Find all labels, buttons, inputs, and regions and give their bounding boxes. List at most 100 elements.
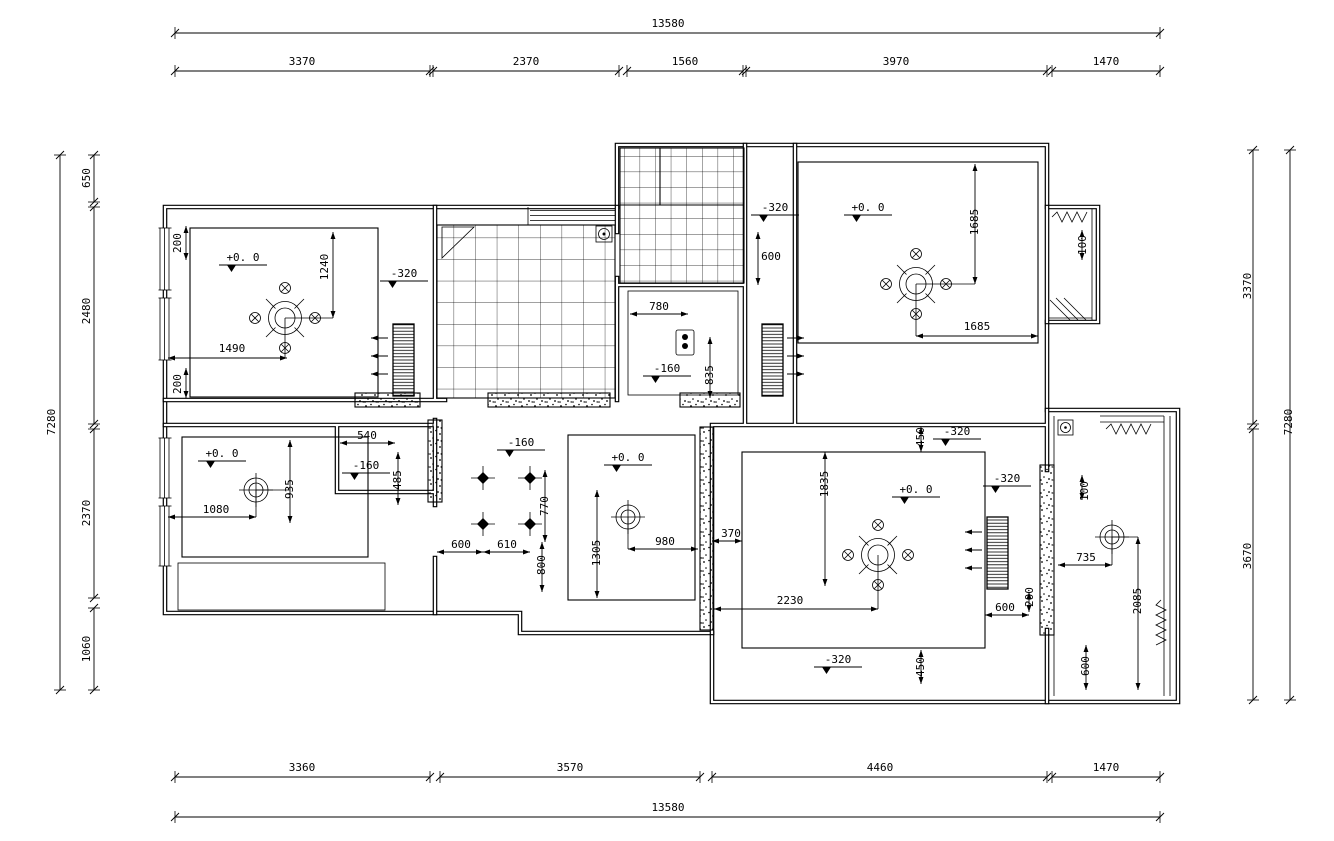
window-icon: [158, 227, 172, 291]
window-icon: [158, 505, 172, 567]
elevation-marker-triangle: [822, 667, 831, 674]
dimension-label: 2230: [777, 594, 804, 607]
dimension-label: 735: [1076, 551, 1096, 564]
dimension-label: 7280: [1282, 409, 1295, 436]
fan-coil-unit-living: [761, 323, 804, 397]
elevation-label: -160: [508, 436, 535, 449]
dimension-label: 1080: [203, 503, 230, 516]
hatched-wall-sections: [354, 392, 1055, 636]
dimension-label: 485: [391, 470, 404, 490]
dimension-label: 935: [283, 479, 296, 499]
dimension-label: 13580: [651, 17, 684, 30]
coil-icon: [1105, 423, 1152, 435]
elevation-label: -160: [654, 362, 681, 375]
coil-icon: [1051, 211, 1088, 223]
elevation-marker-triangle: [991, 486, 1000, 493]
ceiling-vent-icon: [595, 225, 613, 243]
coil-icon: [1155, 599, 1167, 646]
elevation-label: -320: [994, 472, 1021, 485]
dimension-label: 450: [914, 657, 927, 677]
dimension-label: 450: [914, 427, 927, 447]
elevation-marker-triangle: [206, 461, 215, 468]
spotlight-fixture: [518, 466, 542, 490]
elevation-label: -160: [353, 459, 380, 472]
dimension-label: 3570: [557, 761, 584, 774]
dimension-label: 1470: [1093, 761, 1120, 774]
dimension-label: 800: [535, 555, 548, 575]
dimension-label: 780: [649, 300, 669, 313]
ceiling-light-fixtures: [239, 248, 1129, 591]
elevation-marker-triangle: [759, 215, 768, 222]
dimension-label: 3370: [289, 55, 316, 68]
elevation-marker-triangle: [900, 497, 909, 504]
window-icon: [158, 437, 172, 499]
elevation-marker-triangle: [852, 215, 861, 222]
elevation-label: +0. 0: [611, 451, 644, 464]
elevation-label: +0. 0: [851, 201, 884, 214]
dimension-label: 540: [357, 429, 377, 442]
dimension-label: 3670: [1241, 543, 1254, 570]
dimension-label: 650: [80, 168, 93, 188]
dimension-label: 2370: [80, 500, 93, 527]
dimension-label: 200: [171, 374, 184, 394]
elevation-marker-triangle: [388, 281, 397, 288]
dimension-label: 1060: [80, 636, 93, 663]
balcony-frame-lines: [1049, 209, 1171, 696]
window-icon: [158, 297, 172, 361]
dimension-lines: [54, 27, 1296, 823]
dimension-label: 1240: [318, 254, 331, 281]
elevation-marker-triangle: [612, 465, 621, 472]
walls: [162, 142, 1181, 705]
spotlight-fixture: [518, 512, 542, 536]
dimension-label: 3370: [1241, 273, 1254, 300]
fan-coil-unit-family: [965, 516, 1009, 590]
ceiling-outlines: [177, 161, 1039, 649]
dimension-label: 600: [761, 250, 781, 263]
entry-steps: [527, 207, 615, 225]
dimension-label: 2085: [1131, 588, 1144, 615]
dimension-label: 3970: [883, 55, 910, 68]
dimension-label: 600: [995, 601, 1015, 614]
tiled-ceiling-kitchen: [619, 147, 745, 284]
dimension-label: 835: [703, 365, 716, 385]
spotlight-fixture: [471, 466, 495, 490]
elevation-marker-triangle: [651, 376, 660, 383]
dimension-label: 4460: [867, 761, 894, 774]
elevation-label: -320: [944, 425, 971, 438]
tiled-ceiling-hall: [436, 224, 616, 399]
stove-icon: [675, 329, 695, 356]
dimension-label: 1560: [672, 55, 699, 68]
dimension-label: 7280: [45, 409, 58, 436]
elevation-label: -320: [762, 201, 789, 214]
elevation-label: -320: [825, 653, 852, 666]
dimension-label: 370: [721, 527, 741, 540]
dimension-label: 600: [1079, 656, 1092, 676]
dimension-label: 600: [451, 538, 471, 551]
dimension-label: 2370: [513, 55, 540, 68]
dimension-label: 2480: [80, 298, 93, 325]
dimension-label: 980: [655, 535, 675, 548]
elevation-label: +0. 0: [205, 447, 238, 460]
elevation-label: +0. 0: [226, 251, 259, 264]
dimension-label: 770: [538, 496, 551, 516]
dimension-label: 200: [1023, 587, 1036, 607]
page-curl-icon: [441, 226, 475, 259]
dimension-label: 100: [1078, 481, 1091, 501]
dimension-label: 1685: [964, 320, 991, 333]
dimension-label: 1470: [1093, 55, 1120, 68]
elevation-marker-triangle: [941, 439, 950, 446]
dimension-label: 3360: [289, 761, 316, 774]
window-symbols: [158, 227, 172, 567]
dimension-labels: 13580 3370 2370 1560 3970 1470 3360 3570 4460 147…: [45, 17, 1295, 814]
spotlight-fixture: [471, 512, 495, 536]
dimension-label: 200: [171, 233, 184, 253]
ceiling-vent-icon: [1057, 419, 1074, 436]
dimension-label: 1835: [818, 471, 831, 498]
radiator-coil-icons: [1051, 211, 1167, 646]
dimension-label: 1685: [968, 209, 981, 236]
dimension-label: 1305: [590, 540, 603, 567]
elevation-label: -320: [391, 267, 418, 280]
elevation-label: +0. 0: [899, 483, 932, 496]
